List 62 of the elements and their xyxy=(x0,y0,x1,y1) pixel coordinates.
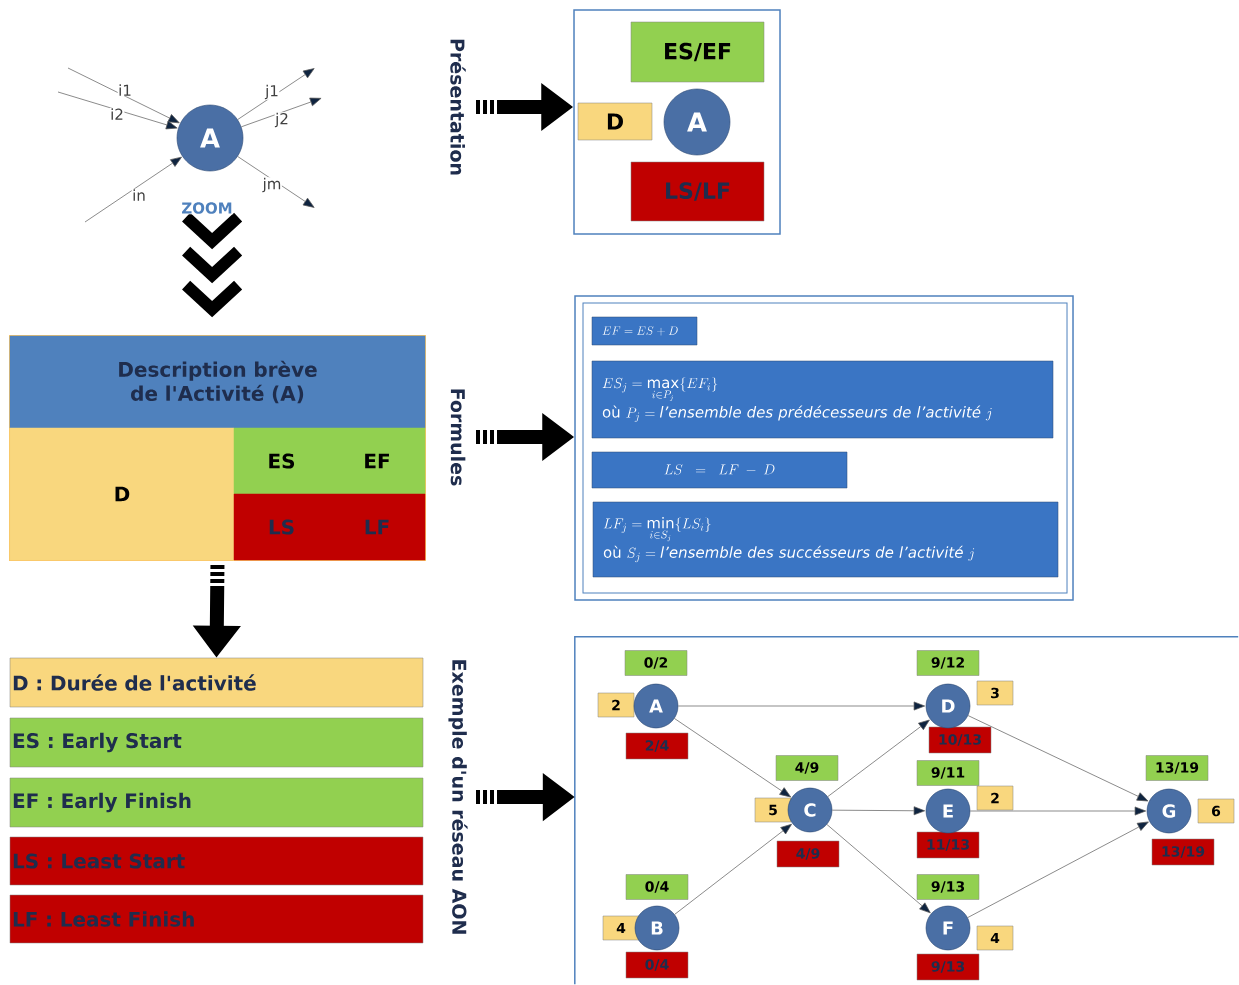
early-box: 9/13 xyxy=(916,874,980,900)
panel-frame xyxy=(574,636,1239,985)
chevron-arrow xyxy=(180,211,245,318)
arrow xyxy=(969,806,1147,816)
early-box: 9/11 xyxy=(916,760,980,786)
definition-bar: ES : Early Start xyxy=(9,717,424,768)
edge-label: i1 xyxy=(117,83,133,97)
early-box: ES/EF xyxy=(630,21,765,83)
panel-frame xyxy=(574,295,1074,601)
late-box: 11/13 xyxy=(916,831,980,859)
duration-box: D xyxy=(577,102,653,141)
definition-bar: EF : Early Finish xyxy=(9,777,424,828)
arrow xyxy=(84,156,182,223)
section-title: Exemple d'un réseau AON xyxy=(448,660,468,934)
late-box: 13/19 xyxy=(1151,838,1215,866)
arrow xyxy=(674,718,792,798)
arrow xyxy=(827,719,930,797)
arrow xyxy=(831,806,926,816)
arrow xyxy=(826,824,931,914)
formula-box: $ES_j = \max\limits_{i \in P_j} \{EF_i\}$ $\text{où } P_j = \textit{l'ensemble des prédécesseurs de l'activité } j$ xyxy=(591,360,1054,439)
edge-label: j2 xyxy=(274,112,290,128)
early-box: 9/12 xyxy=(916,650,980,676)
late-box: 0/4 xyxy=(625,951,689,979)
duration-box: 4 xyxy=(976,925,1014,951)
late-box: 10/13 xyxy=(928,726,992,754)
arrow xyxy=(967,715,1149,802)
duration-box: 3 xyxy=(976,680,1014,706)
definition-bar: LF : Least Finish xyxy=(9,894,424,944)
edge-label: ZOOM xyxy=(180,201,234,215)
arrow xyxy=(237,156,315,208)
late-box: 9/13 xyxy=(916,953,980,981)
arrow xyxy=(57,91,178,130)
edge-label: in xyxy=(131,188,147,202)
duration-box: 5 xyxy=(754,797,792,823)
definition-bar: D : Durée de l'activité xyxy=(9,657,424,708)
edge-label: jm xyxy=(262,177,282,193)
definition-bar: LS : Least Start xyxy=(9,836,424,886)
arrow xyxy=(241,97,322,128)
duration-box: 6 xyxy=(1197,798,1235,824)
duration-box: 2 xyxy=(597,692,635,718)
formula-box: $LS = LF - D$ xyxy=(591,451,848,489)
duration-box: 4 xyxy=(602,915,640,941)
early-box: 4/9 xyxy=(775,755,839,781)
late-box: LS/LF xyxy=(630,161,765,222)
early-box: 0/2 xyxy=(624,650,688,676)
arrow xyxy=(67,67,180,124)
duration-box: 2 xyxy=(976,785,1014,811)
early-box: 13/19 xyxy=(1145,755,1209,781)
formula-box: $LF_j = \min\limits_{i \in S_j} \{LS_i\}$ $\text{où } S_j = \textit{l'ensemble des succésseurs de l'activité } j$ xyxy=(592,501,1059,578)
arrow xyxy=(237,68,315,120)
edge-label: i2 xyxy=(109,107,125,121)
section-title: Formules xyxy=(450,389,466,486)
late-box: 4/9 xyxy=(776,840,840,868)
panel-frame xyxy=(573,9,781,235)
late-box: 2/4 xyxy=(625,732,689,760)
arrow xyxy=(674,823,792,915)
arrow xyxy=(677,701,926,711)
edge-label: j1 xyxy=(264,84,280,100)
early-box: 0/4 xyxy=(625,874,689,900)
formula-box: $EF = ES + D$ xyxy=(591,316,698,346)
arrow xyxy=(967,821,1149,918)
section-title: Présentation xyxy=(450,39,466,175)
